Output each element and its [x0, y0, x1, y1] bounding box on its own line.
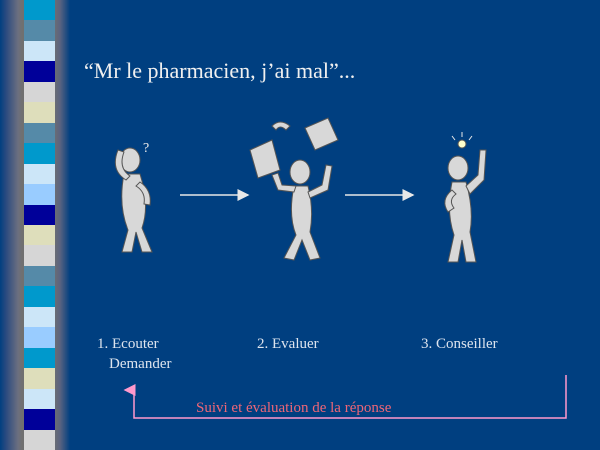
stripe — [24, 347, 55, 369]
stripe — [24, 388, 55, 410]
decorative-stripes — [24, 0, 55, 450]
stripe — [24, 429, 55, 450]
svg-text:?: ? — [143, 141, 149, 156]
stripe — [24, 81, 55, 103]
stripe — [24, 265, 55, 287]
stripe — [24, 163, 55, 185]
stripe — [24, 40, 55, 62]
stripe — [24, 61, 55, 82]
questioning-figure-icon: ? — [114, 141, 153, 253]
step-2-label: 2. Evaluer — [257, 336, 319, 352]
stripe — [24, 245, 55, 266]
stripe — [24, 143, 55, 164]
stripe — [24, 184, 55, 205]
idea-figure-icon — [444, 132, 487, 263]
stripe — [24, 327, 55, 348]
stripe — [24, 204, 55, 225]
slide-title: “Mr le pharmacien, j’ai mal”... — [84, 58, 356, 83]
stripe — [24, 306, 55, 328]
stripe — [24, 20, 55, 41]
stripe — [24, 224, 55, 246]
stripe — [24, 102, 55, 123]
stripe — [24, 409, 55, 430]
stripe — [24, 286, 55, 307]
stripe — [24, 0, 55, 21]
feedback-label: Suivi et évaluation de la réponse — [196, 400, 392, 416]
juggling-papers-figure-icon — [249, 117, 339, 261]
stripe — [24, 368, 55, 389]
step-1-label: 1. Ecouter — [97, 336, 159, 352]
step-1-sublabel: Demander — [109, 356, 172, 372]
step-3-label: 3. Conseiller — [421, 336, 498, 352]
stripe — [24, 122, 55, 144]
feedback-loop-arrow — [123, 375, 567, 419]
